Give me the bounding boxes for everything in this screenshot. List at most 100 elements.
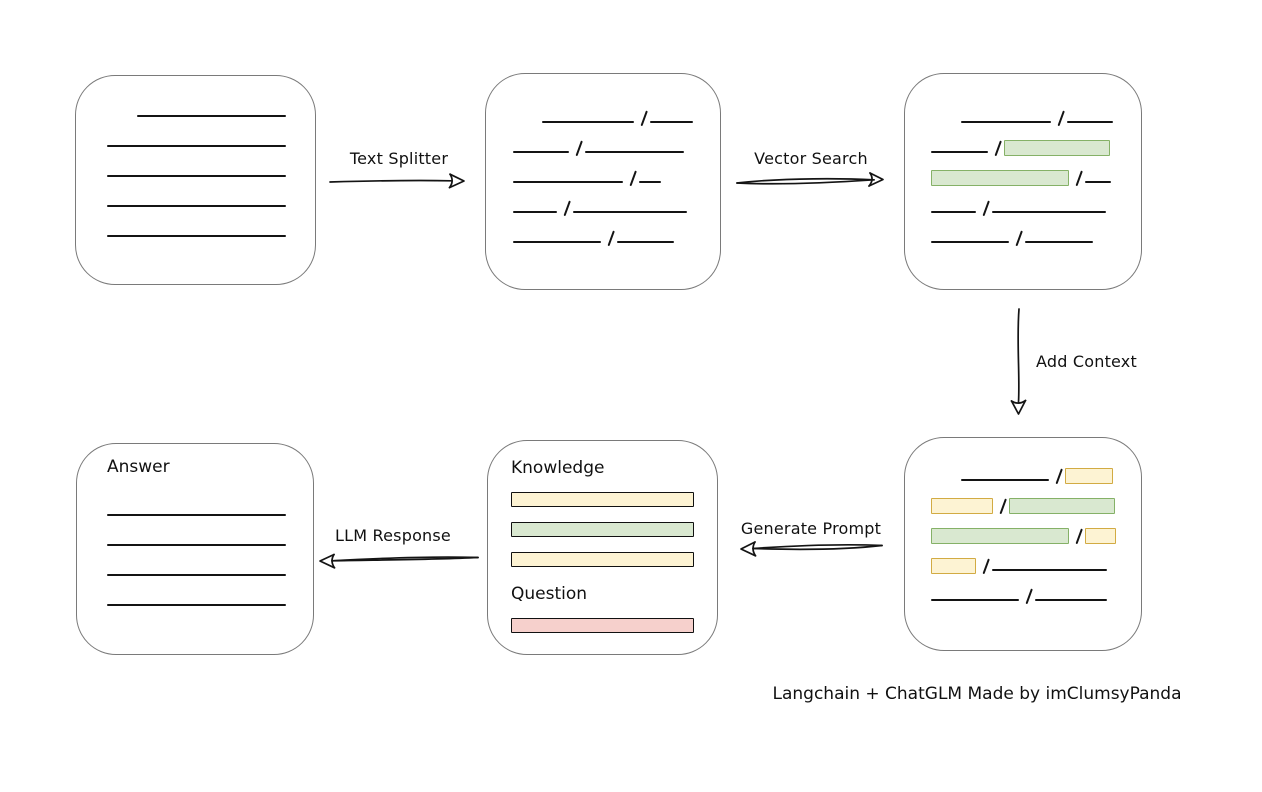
text-segment-row — [107, 180, 315, 210]
text-line — [513, 211, 557, 213]
add-context-arrow — [1010, 308, 1027, 415]
text-splitter-arrow — [329, 173, 465, 189]
generate-prompt-arrow — [740, 541, 883, 557]
text-segment-row — [931, 484, 1141, 515]
question-label: Question — [511, 584, 588, 604]
context-text-lines — [931, 454, 1141, 605]
split-slash — [982, 200, 990, 217]
text-segment-row — [931, 544, 1141, 575]
text-line — [931, 241, 1009, 243]
text-line — [107, 514, 286, 516]
text-line — [107, 235, 286, 237]
generate-prompt-label: Generate Prompt — [740, 519, 882, 538]
text-line — [650, 121, 693, 123]
text-segment-row — [513, 126, 720, 157]
vector-search-label: Vector Search — [754, 149, 868, 168]
split-slash — [607, 230, 615, 247]
text-segment-row — [931, 156, 1141, 187]
text-line — [617, 241, 674, 243]
text-line — [1025, 241, 1093, 243]
text-line — [1035, 599, 1107, 601]
text-line — [107, 544, 286, 546]
text-segment-row — [107, 489, 313, 519]
text-segment-row — [107, 120, 315, 150]
yellow-highlight-bar — [1065, 468, 1113, 484]
text-segment-row — [107, 519, 313, 549]
text-line — [107, 145, 286, 147]
node-source-document — [75, 75, 316, 285]
llm-response-arrow — [319, 553, 479, 569]
split-slash — [1055, 468, 1063, 485]
text-line — [931, 599, 1019, 601]
split-slash — [1075, 170, 1083, 187]
text-segment-row — [931, 574, 1141, 605]
node-context-chunks — [904, 437, 1142, 651]
indent-spacer — [931, 483, 961, 484]
text-segment-row — [931, 514, 1141, 545]
text-line — [931, 211, 976, 213]
split-slash — [1057, 110, 1065, 127]
document-text-lines — [107, 90, 315, 240]
text-line — [1067, 121, 1113, 123]
text-segment-row — [107, 579, 313, 609]
text-line — [513, 241, 601, 243]
indent-spacer — [107, 119, 137, 120]
text-line — [961, 121, 1051, 123]
add-context-label: Add Context — [1036, 352, 1137, 371]
split-slash — [982, 558, 990, 575]
split-slash — [563, 200, 571, 217]
green-highlight-bar — [1009, 498, 1115, 514]
split-slash — [640, 110, 648, 127]
green-bar — [511, 522, 694, 537]
yellow-bar — [511, 552, 694, 567]
green-highlight-bar — [1004, 140, 1110, 156]
text-segment-row — [107, 90, 315, 120]
text-segment-row — [931, 126, 1141, 157]
text-line — [992, 569, 1107, 571]
vector-search-arrow — [736, 172, 884, 187]
text-line — [107, 574, 286, 576]
text-segment-row — [931, 186, 1141, 217]
red-bar — [511, 618, 694, 633]
answer-text-lines — [107, 489, 313, 609]
green-highlight-bar — [931, 528, 1069, 544]
text-segment-row — [107, 549, 313, 579]
text-line — [513, 151, 569, 153]
split-slash — [1015, 230, 1023, 247]
knowledge-bars — [511, 492, 694, 567]
llm-response-label: LLM Response — [335, 526, 451, 545]
node-vector-matched-chunks — [904, 73, 1142, 290]
node-prompt: Knowledge Question — [487, 440, 718, 655]
indent-spacer — [931, 125, 961, 126]
text-segment-row — [107, 210, 315, 240]
chunk-text-lines — [513, 96, 720, 247]
green-highlight-bar — [931, 170, 1069, 186]
yellow-highlight-bar — [931, 498, 993, 514]
text-segment-row — [107, 150, 315, 180]
text-line — [585, 151, 684, 153]
knowledge-label: Knowledge — [511, 458, 605, 478]
split-slash — [1025, 588, 1033, 605]
yellow-bar — [511, 492, 694, 507]
text-line — [137, 115, 286, 117]
split-slash — [629, 170, 637, 187]
text-line — [573, 211, 687, 213]
text-segment-row — [513, 186, 720, 217]
text-segment-row — [513, 156, 720, 187]
split-slash — [575, 140, 583, 157]
text-segment-row — [513, 96, 720, 127]
text-line — [639, 181, 661, 183]
node-answer: Answer — [76, 443, 314, 655]
text-line — [107, 205, 286, 207]
split-slash — [994, 140, 1002, 157]
split-slash — [1075, 528, 1083, 545]
text-line — [107, 175, 286, 177]
answer-label: Answer — [107, 457, 170, 477]
matched-text-lines — [931, 96, 1141, 247]
text-line — [513, 181, 623, 183]
text-segment-row — [931, 216, 1141, 247]
indent-spacer — [513, 125, 542, 126]
question-bar — [511, 618, 694, 633]
text-line — [107, 604, 286, 606]
